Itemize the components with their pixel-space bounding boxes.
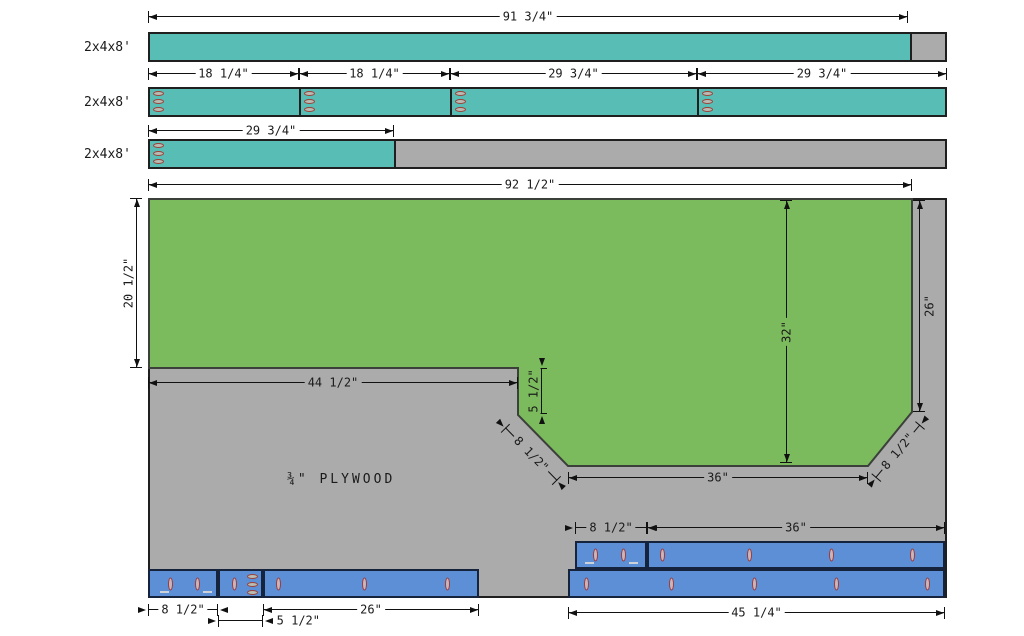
dim-panel-left-bottom: 44 1/2" <box>148 376 518 390</box>
dim-label: 26" <box>357 603 385 617</box>
dim-label: 29 3/4" <box>793 67 851 81</box>
pocket-holes-icon <box>455 91 466 112</box>
plywood-sheet <box>148 198 947 598</box>
dim-label: 91 3/4" <box>499 10 557 24</box>
board1-cut-piece <box>148 32 912 62</box>
dim-label: 8 1/2" <box>158 603 208 617</box>
dim-label: 8 1/2" <box>586 521 636 535</box>
strip-cut-piece-c <box>263 569 479 598</box>
strip-cut-piece-d <box>575 541 647 569</box>
dim-label: 26" <box>923 292 937 320</box>
board3-label: 2x4x8' <box>84 147 131 162</box>
board1-scrap <box>910 32 947 62</box>
dim-panel-middle-height: 32" <box>780 200 794 463</box>
dim-panel-bottom-middle: 36" <box>568 471 868 485</box>
dim-strip-c: 26" <box>263 603 479 617</box>
dim-panel-right-height: 26" <box>913 200 937 412</box>
pocket-holes-icon <box>153 143 164 164</box>
dim-label: 29 3/4" <box>545 67 602 81</box>
dim-label: 92 1/2" <box>501 178 559 192</box>
dim-board1-length: 91 3/4" <box>148 10 908 24</box>
strip-cut-piece-a <box>148 569 218 598</box>
dim-panel-step: 5 1/2" <box>527 358 549 424</box>
dim-label: 36" <box>782 521 810 535</box>
dim-board2-seg4: 29 3/4" <box>697 67 947 81</box>
board1-label: 2x4x8' <box>84 40 131 55</box>
sheet-material-label: ¾" PLYWOOD <box>287 472 396 487</box>
board2-label: 2x4x8' <box>84 95 131 110</box>
dim-strip-top-small: 8 1/2" <box>565 521 657 535</box>
board2-cut-piece-3 <box>450 87 699 117</box>
board3-scrap <box>394 139 947 169</box>
dim-label: 44 1/2" <box>304 376 362 390</box>
dim-strip-f: 45 1/4" <box>568 606 945 620</box>
dim-sheet-width: 92 1/2" <box>148 178 912 192</box>
board2-cut-piece-2 <box>299 87 452 117</box>
dim-label: 18 1/4" <box>195 67 252 81</box>
strip-cut-piece-e <box>647 541 945 569</box>
dim-label: 32" <box>780 317 794 346</box>
dim-board2-seg2: 18 1/4" <box>299 67 450 81</box>
dim-label: 29 3/4" <box>242 124 300 138</box>
pocket-holes-icon <box>702 91 713 112</box>
dim-label: 45 1/4" <box>728 606 785 620</box>
dim-board2-seg1: 18 1/4" <box>148 67 299 81</box>
dim-label: 20 1/2" <box>122 254 136 312</box>
pocket-holes-icon <box>153 91 164 112</box>
dim-strip-a: 8 1/2" <box>138 603 228 617</box>
dim-label: 5 1/2" <box>527 366 541 416</box>
strip-cut-piece-f <box>568 569 945 598</box>
dim-strip-top-wide: 36" <box>647 521 945 535</box>
panel-cut-piece <box>148 198 913 467</box>
dim-strip-b: 5 1/2" <box>208 614 323 628</box>
dim-board2-seg3: 29 3/4" <box>450 67 697 81</box>
dim-label: 18 1/4" <box>346 67 403 81</box>
strip-cut-piece-b <box>218 569 263 598</box>
pocket-holes-icon <box>304 91 315 112</box>
board2-cut-piece-1 <box>148 87 301 117</box>
dim-label: 5 1/2" <box>273 614 323 628</box>
board3-cut-piece <box>148 139 396 169</box>
dim-label: 36" <box>704 471 732 485</box>
board2-cut-piece-4 <box>697 87 947 117</box>
dim-board3-seg1: 29 3/4" <box>148 124 394 138</box>
dim-panel-left-height: 20 1/2" <box>122 198 144 368</box>
